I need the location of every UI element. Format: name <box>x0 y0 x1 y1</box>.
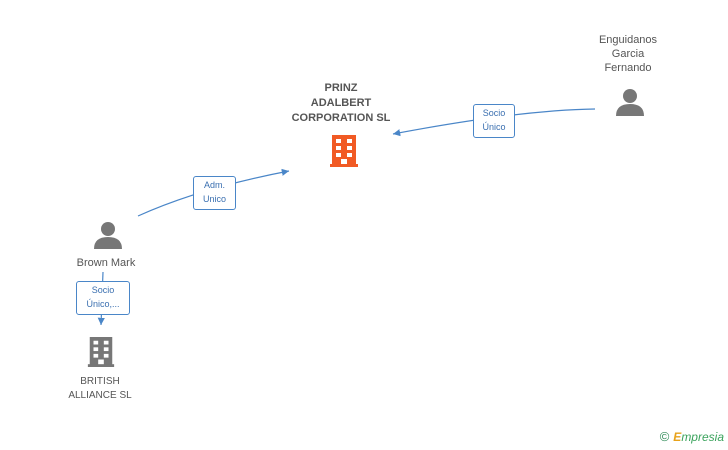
edge-badge-socio-unico-top[interactable]: Socio Único <box>473 104 515 138</box>
company-british-alliance-label[interactable]: BRITISH ALLIANCE SL <box>68 376 132 401</box>
main-company-label[interactable]: PRINZ ADALBERT CORPORATION SL <box>291 82 391 124</box>
person-enguidanos-label[interactable]: Enguidanos Garcia Fernando <box>598 34 658 74</box>
building-icon[interactable] <box>86 335 116 369</box>
person-icon[interactable] <box>615 88 645 116</box>
brand-initial: E <box>673 430 682 444</box>
edge-badge-adm-unico[interactable]: Adm. Unico <box>193 176 236 210</box>
empresia-logo[interactable]: ©Empresia <box>660 429 724 444</box>
person-brown-mark-label[interactable]: Brown Mark <box>76 257 136 269</box>
building-icon[interactable] <box>328 134 360 168</box>
person-icon[interactable] <box>93 221 123 249</box>
copyright-symbol: © <box>659 429 670 444</box>
brand-name: mpresia <box>681 430 724 444</box>
edge-badge-socio-unico-left[interactable]: Socio Único,... <box>76 281 130 315</box>
